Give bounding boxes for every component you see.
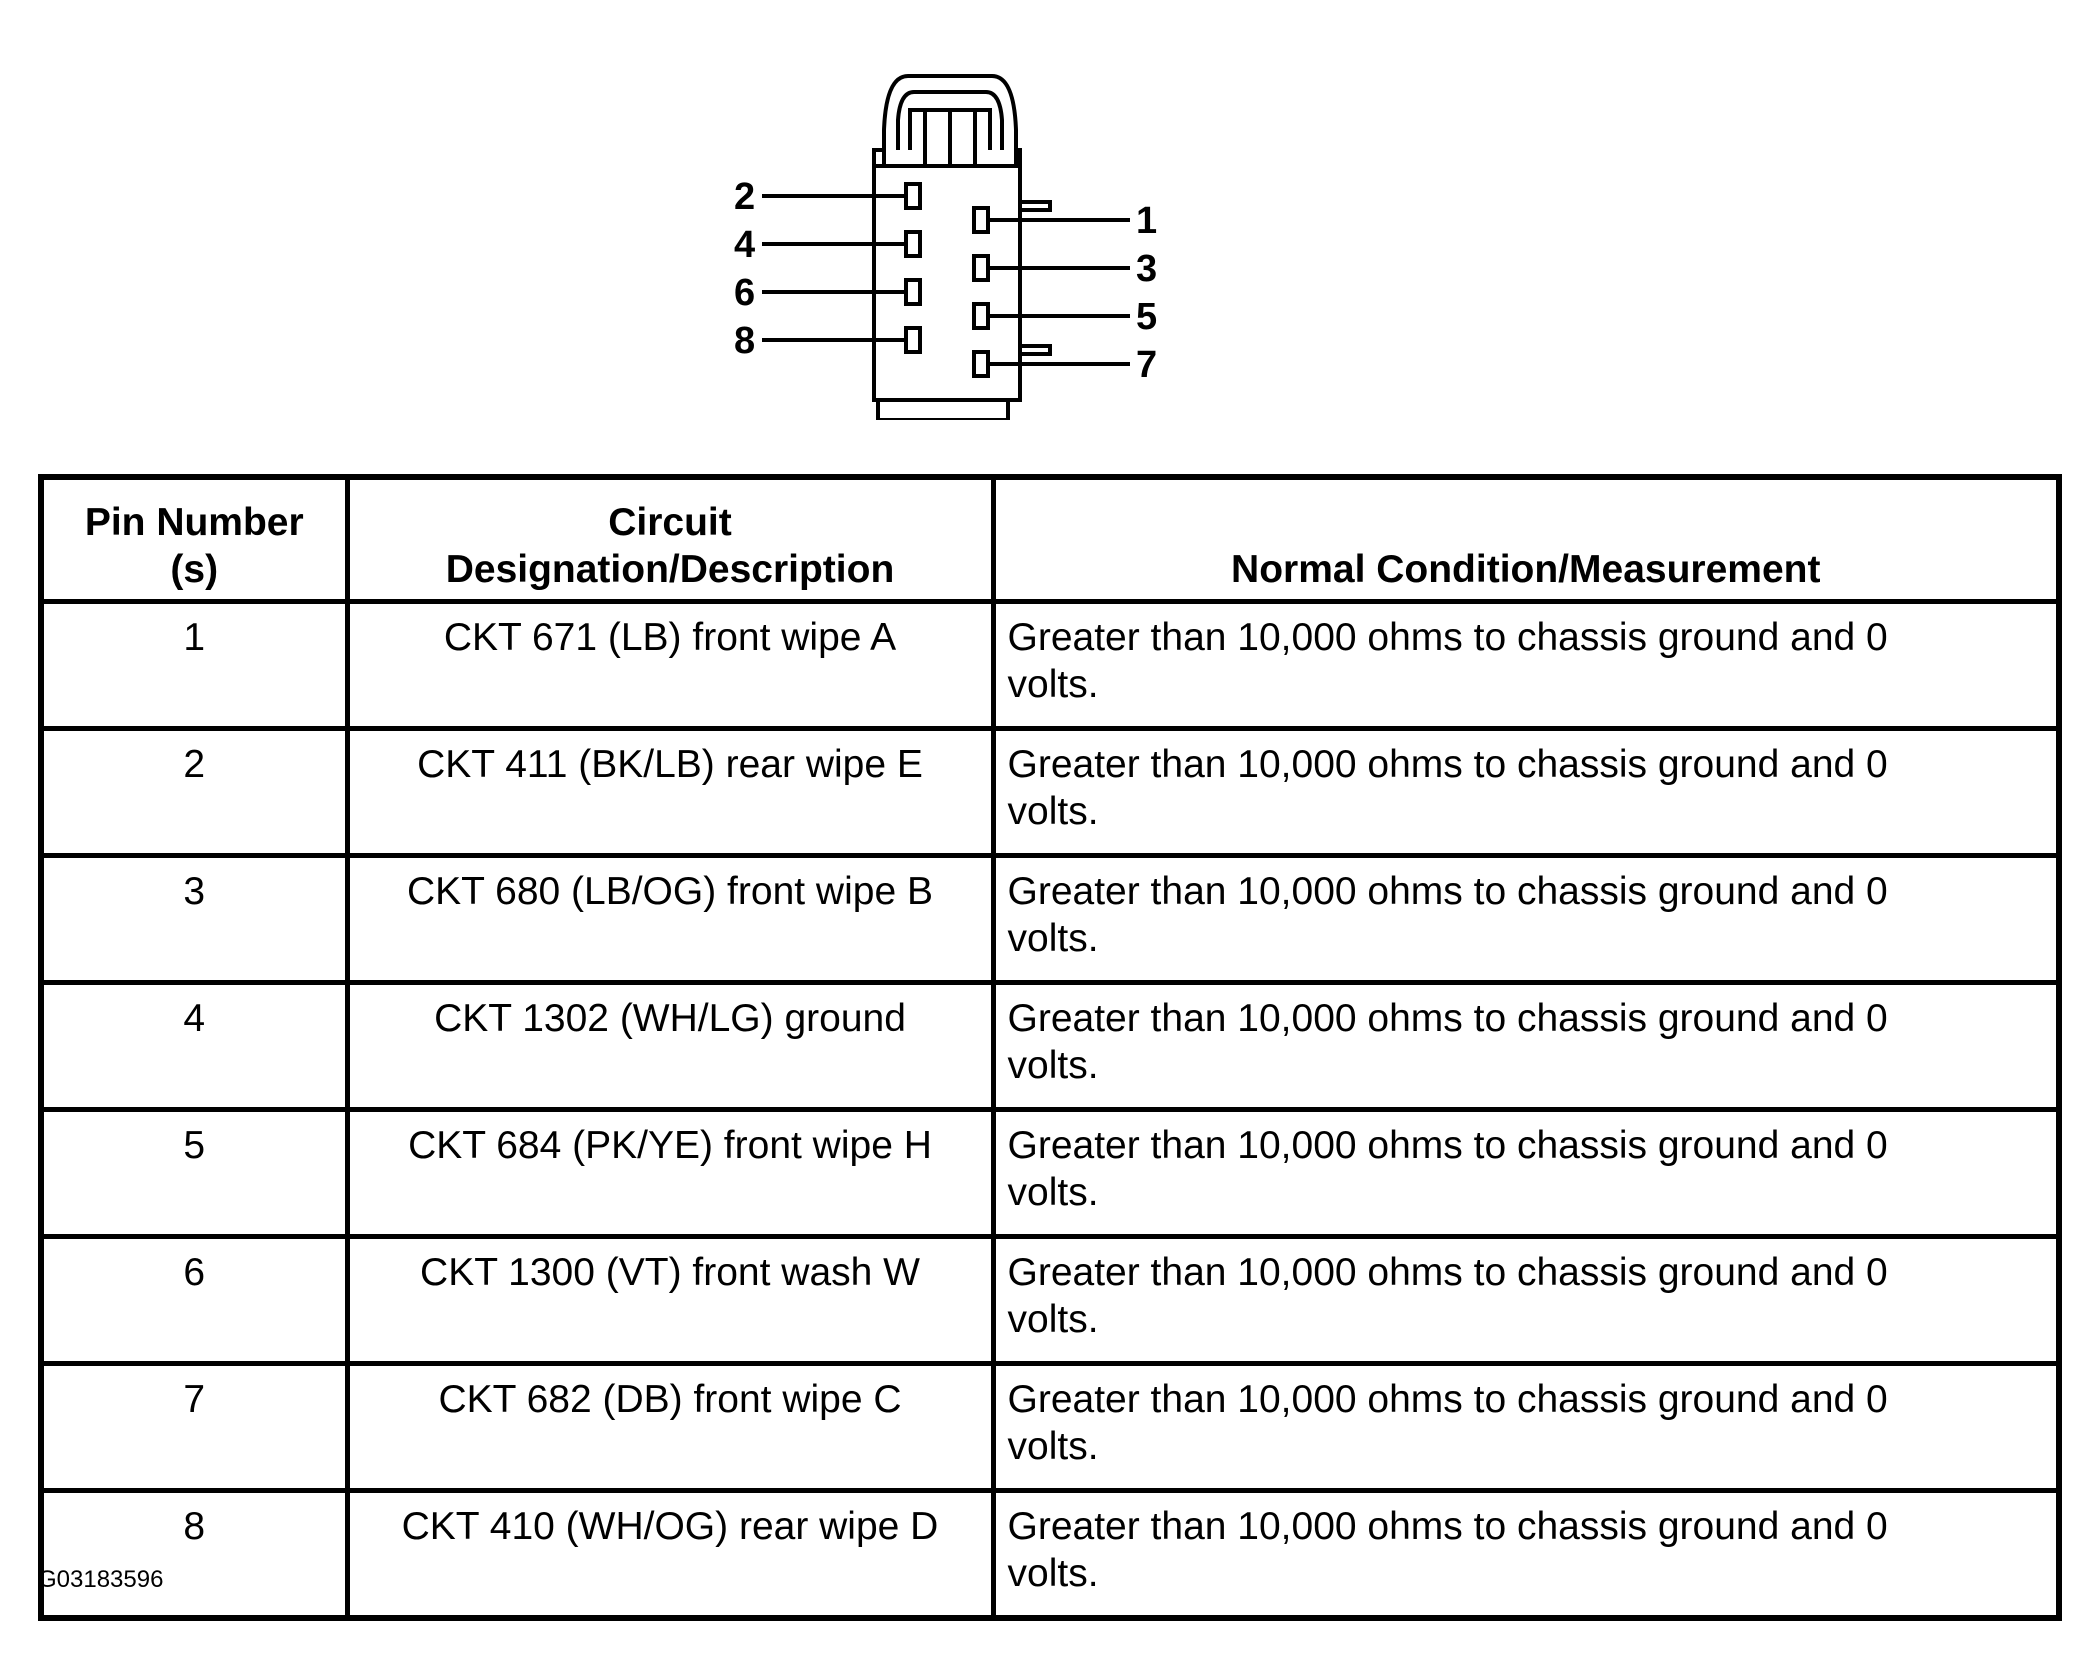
header-text: Pin Number (84, 501, 304, 544)
condition-text: Greater than 10,000 ohms to chassis grou… (1007, 1251, 1888, 1294)
pin-cell: 7 (38, 1361, 350, 1493)
condition-text: Greater than 10,000 ohms to chassis grou… (1007, 743, 1888, 786)
pin-cavity-5 (972, 302, 990, 330)
condition-cell: Greater than 10,000 ohms to chassis grou… (990, 1488, 2062, 1621)
circuit-cell: CKT 1302 (WH/LG) ground (344, 980, 996, 1112)
condition-text: Greater than 10,000 ohms to chassis grou… (1007, 1505, 1888, 1548)
condition-cell: Greater than 10,000 ohms to chassis grou… (990, 1234, 2062, 1366)
pin-label: 3 (1136, 248, 1157, 290)
condition-text: volts. (1007, 663, 1099, 706)
pin-cavity-1 (972, 206, 990, 234)
table-row: 1 CKT 671 (LB) front wipe A Greater than… (38, 599, 2062, 731)
condition-text: volts. (1007, 1044, 1099, 1087)
condition-cell: Greater than 10,000 ohms to chassis grou… (990, 726, 2062, 858)
condition-text: volts. (1007, 1552, 1099, 1595)
connector-latch-frame (896, 90, 1004, 150)
pin-cell: 1 (38, 599, 350, 731)
connector-housing (872, 164, 1022, 402)
condition-text: volts. (1007, 917, 1099, 960)
condition-text: Greater than 10,000 ohms to chassis grou… (1007, 616, 1888, 659)
table-row: 5 CKT 684 (PK/YE) front wipe H Greater t… (38, 1107, 2062, 1239)
pin-cavity-2 (904, 182, 922, 210)
circuit-cell: CKT 411 (BK/LB) rear wipe E (344, 726, 996, 858)
condition-text: volts. (1007, 1425, 1099, 1468)
figure-id: G03183596 (38, 1566, 164, 1593)
pin-table: Pin Number (s) Circuit Designation/Descr… (38, 474, 2062, 1621)
header-pin-number: Pin Number (s) (38, 474, 350, 604)
table-row: 7 CKT 682 (DB) front wipe C Greater than… (38, 1361, 2062, 1493)
table-row: 3 CKT 680 (LB/OG) front wipe B Greater t… (38, 853, 2062, 985)
table-row: 4 CKT 1302 (WH/LG) ground Greater than 1… (38, 980, 2062, 1112)
header-circuit: Circuit Designation/Description (344, 474, 996, 604)
connector-body-outline (872, 74, 1022, 420)
table-row: 6 CKT 1300 (VT) front wash W Greater tha… (38, 1234, 2062, 1366)
pin-label: 5 (1136, 296, 1157, 338)
header-condition: Normal Condition/Measurement (990, 474, 2062, 604)
pin-cell: 8 (38, 1488, 350, 1621)
circuit-cell: CKT 680 (LB/OG) front wipe B (344, 853, 996, 985)
pin-label: 4 (734, 224, 755, 266)
condition-text: Greater than 10,000 ohms to chassis grou… (1007, 1378, 1888, 1421)
condition-text: volts. (1007, 1298, 1099, 1341)
pin-cell: 3 (38, 853, 350, 985)
connector-diagram: 2 4 6 8 1 3 5 7 (734, 74, 1157, 420)
condition-cell: Greater than 10,000 ohms to chassis grou… (990, 980, 2062, 1112)
pin-label: 6 (734, 272, 755, 314)
pin-cavity-6 (904, 278, 922, 306)
pin-cavity-3 (972, 254, 990, 282)
condition-cell: Greater than 10,000 ohms to chassis grou… (990, 599, 2062, 731)
circuit-cell: CKT 671 (LB) front wipe A (344, 599, 996, 731)
condition-cell: Greater than 10,000 ohms to chassis grou… (990, 1107, 2062, 1239)
header-text: (s) (170, 548, 219, 591)
pin-label: 1 (1136, 200, 1157, 242)
table-row: 8 CKT 410 (WH/OG) rear wipe D Greater th… (38, 1488, 2062, 1621)
table-row: 2 CKT 411 (BK/LB) rear wipe E Greater th… (38, 726, 2062, 858)
pin-label: 2 (734, 176, 755, 218)
condition-text: Greater than 10,000 ohms to chassis grou… (1007, 997, 1888, 1040)
condition-cell: Greater than 10,000 ohms to chassis grou… (990, 853, 2062, 985)
pin-label: 8 (734, 320, 755, 362)
condition-text: Greater than 10,000 ohms to chassis grou… (1007, 1124, 1888, 1167)
circuit-cell: CKT 682 (DB) front wipe C (344, 1361, 996, 1493)
pin-label: 7 (1136, 344, 1157, 386)
pin-cell: 6 (38, 1234, 350, 1366)
pin-cavity-8 (904, 326, 922, 354)
header-text: Circuit (608, 501, 732, 544)
pin-cell: 2 (38, 726, 350, 858)
pin-cell: 4 (38, 980, 350, 1112)
condition-text: Greater than 10,000 ohms to chassis grou… (1007, 870, 1888, 913)
header-text: Designation/Description (445, 548, 895, 591)
circuit-cell: CKT 684 (PK/YE) front wipe H (344, 1107, 996, 1239)
condition-text: volts. (1007, 1171, 1099, 1214)
circuit-cell: CKT 410 (WH/OG) rear wipe D (344, 1488, 996, 1621)
pin-cell: 5 (38, 1107, 350, 1239)
condition-text: volts. (1007, 790, 1099, 833)
pin-cavity-4 (904, 230, 922, 258)
header-text: Normal Condition/Measurement (1231, 548, 1821, 591)
condition-cell: Greater than 10,000 ohms to chassis grou… (990, 1361, 2062, 1493)
circuit-cell: CKT 1300 (VT) front wash W (344, 1234, 996, 1366)
table-header-row: Pin Number (s) Circuit Designation/Descr… (38, 474, 2062, 604)
pin-cavity-7 (972, 350, 990, 378)
